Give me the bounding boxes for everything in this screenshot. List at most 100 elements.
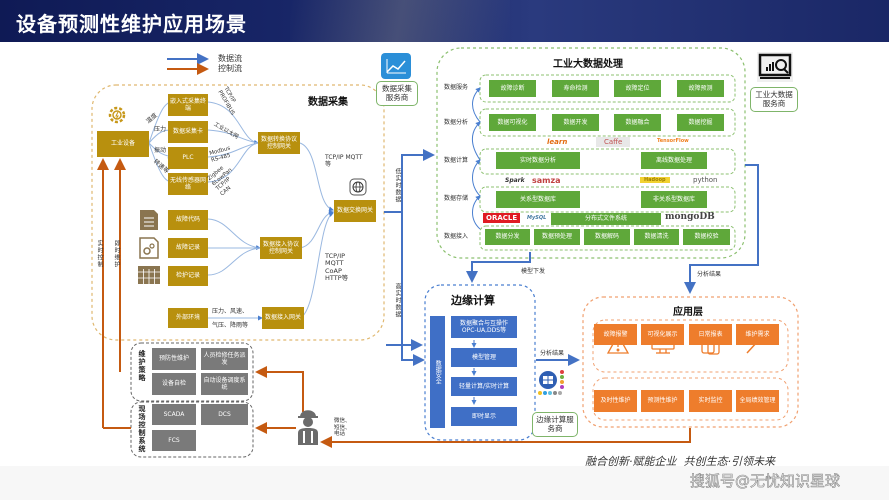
app-layer-container <box>582 296 799 428</box>
strategy-container <box>130 342 254 402</box>
service-fault-prediction: 故障预测 <box>677 80 724 97</box>
app-timely-maintenance: 及时性维护 <box>594 390 637 412</box>
access-cleaning: 数据清洗 <box>634 229 679 245</box>
gear-document-icon <box>139 237 159 259</box>
logo-mongodb: mongoDB <box>665 212 715 222</box>
app-daily-report: 日常报表 <box>689 324 732 345</box>
collector-daq-card: 数据采集卡 <box>168 121 208 143</box>
high-realtime-label: 高实时数据 <box>394 283 401 318</box>
storage-relational-db: 关系型数据库 <box>496 191 580 208</box>
app-analysis-result-label: 分析结果 <box>697 271 722 278</box>
page-title: 设备预测性维护应用场景 <box>16 12 247 36</box>
analysis-fusion: 数据融合 <box>614 114 661 131</box>
gateway-access-box: 数据接入网关 <box>262 307 304 329</box>
data-security-bar: 数据安全 <box>430 316 445 428</box>
edge-container <box>424 284 536 441</box>
control-system-container <box>130 401 254 458</box>
chart-line-icon <box>381 53 411 79</box>
strategy-title: 维护策略 <box>138 350 146 383</box>
footer-band <box>0 466 889 500</box>
document-icon <box>140 210 158 230</box>
realtime-control-label: 实时控制 <box>96 240 103 268</box>
branch-label-vibration: 振动 <box>154 147 167 154</box>
logo-caffe: Caffe <box>596 137 631 147</box>
environment-params-2: 气压、降雨等 <box>212 322 249 329</box>
edge-provider: 边缘计算服务商 <box>532 412 578 437</box>
control-dcs: DCS <box>201 404 248 425</box>
service-fault-location: 故障定位 <box>614 80 661 97</box>
big-data-title: 工业大数据处理 <box>553 59 623 70</box>
worker-icon <box>298 410 318 445</box>
compute-realtime-analysis: 实时数据分析 <box>496 152 580 169</box>
collector-wsn: 无线传感器网络 <box>168 173 208 195</box>
compute-offline-processing: 离线数据处理 <box>641 152 707 169</box>
app-maintenance-need: 维护需求 <box>736 324 779 345</box>
analysis-visualization: 数据可视化 <box>489 114 536 131</box>
environment-params-1: 压力、风速、 <box>212 308 249 315</box>
access-validation: 数据校验 <box>683 229 730 245</box>
app-performance-mgmt: 全局绩效管理 <box>736 390 779 412</box>
access-decoding: 数据解码 <box>584 229 630 245</box>
edge-step-aggregation: 数据聚合与互操作 OPC-UA,DDS等 <box>451 316 517 338</box>
record-maintenance-log: 检护记录 <box>168 266 208 286</box>
model-down-label: 模型下发 <box>521 268 546 275</box>
layer-data-analysis: 数据分析 <box>444 119 469 126</box>
strategy-self-check: 设备自检 <box>152 373 196 395</box>
data-collection-title: 数据采集 <box>308 97 348 108</box>
edge-server-icon <box>538 370 564 395</box>
instant-maintenance-label: 即时维护 <box>113 240 120 268</box>
record-fault-code: 故障代码 <box>168 210 208 230</box>
strategy-task-dispatch: 人员检修任务派发 <box>201 348 248 370</box>
layer-data-access: 数据接入 <box>444 233 469 240</box>
big-data-provider: 工业大数据服务商 <box>750 87 798 112</box>
record-fault-log: 故障记录 <box>168 238 208 258</box>
spreadsheet-icon <box>138 266 160 284</box>
layer-data-service: 数据服务 <box>444 84 469 91</box>
control-scada: SCADA <box>152 404 196 425</box>
logo-oracle: ORACLE <box>483 213 521 223</box>
legend-control-flow: 控制流 <box>218 64 242 73</box>
gateway-exchange-box: 数据交换网关 <box>334 200 376 222</box>
low-realtime-label: 低实时数据 <box>394 168 401 203</box>
environment-box: 外部环境 <box>168 308 208 328</box>
distributed-fs: 分布式文件系统 <box>551 213 661 225</box>
app-layer-title: 应用层 <box>673 307 703 318</box>
logo-samza: samza <box>532 176 561 185</box>
branch-label-pressure: 压力 <box>154 126 167 133</box>
notify-channels: 微信、 短信、 电话 <box>334 418 351 438</box>
access-distribution: 数据分发 <box>485 229 530 245</box>
logo-mysql: MySQL <box>527 215 547 221</box>
app-fault-alarm: 故障报警 <box>594 324 637 345</box>
data-collection-provider: 数据采集服务商 <box>376 81 418 106</box>
strategy-auto-schedule: 自动设备调度系统 <box>201 373 248 395</box>
strategy-preventive: 预防性维护 <box>152 348 196 370</box>
edge-step-light-compute: 轻量计算/实时计算 <box>451 377 517 396</box>
logo-scikit-learn: learn <box>547 138 568 146</box>
control-fcs: FCS <box>152 430 196 451</box>
gateway-access-ctrl-box: 数据接入协议控制网关 <box>260 237 302 259</box>
analysis-development: 数据开发 <box>552 114 599 131</box>
globe-icon <box>349 178 367 196</box>
industrial-device-box: 工业设备 <box>97 131 149 157</box>
control-system-title: 现场控制系统 <box>138 405 146 454</box>
analysis-mining: 数据挖掘 <box>677 114 724 131</box>
app-realtime-monitoring: 实时监控 <box>689 390 732 412</box>
edge-step-model-mgmt: 模型管理 <box>451 348 517 367</box>
service-life-detection: 寿命检测 <box>552 80 599 97</box>
edge-title: 边缘计算 <box>451 294 495 307</box>
collector-plc: PLC <box>168 147 208 169</box>
monitor-analytics-icon <box>757 52 793 82</box>
legend-data-flow: 数据流 <box>218 54 242 63</box>
gear-icon <box>108 106 126 124</box>
gateway-conversion-box: 数据转换协议控制网关 <box>258 132 300 154</box>
big-data-container <box>436 47 746 259</box>
logo-hadoop: Hadoop <box>640 177 670 183</box>
watermark: 搜狐号@无忧知识星球 <box>690 472 841 491</box>
footer-slogan: 融合创新·赋能企业 共创生态·引领未来 <box>585 455 775 468</box>
access-protocols-list: TCP/IP MQTT CoAP HTTP等 <box>325 252 349 283</box>
header-decoration <box>290 0 510 42</box>
service-fault-diagnosis: 故障诊断 <box>489 80 536 97</box>
exchange-protocol-label: TCP/IP MQTT等 <box>325 154 363 169</box>
app-predictive-maintenance: 预测性维护 <box>641 390 684 412</box>
collector-embedded: 嵌入式采集终端 <box>168 94 208 116</box>
